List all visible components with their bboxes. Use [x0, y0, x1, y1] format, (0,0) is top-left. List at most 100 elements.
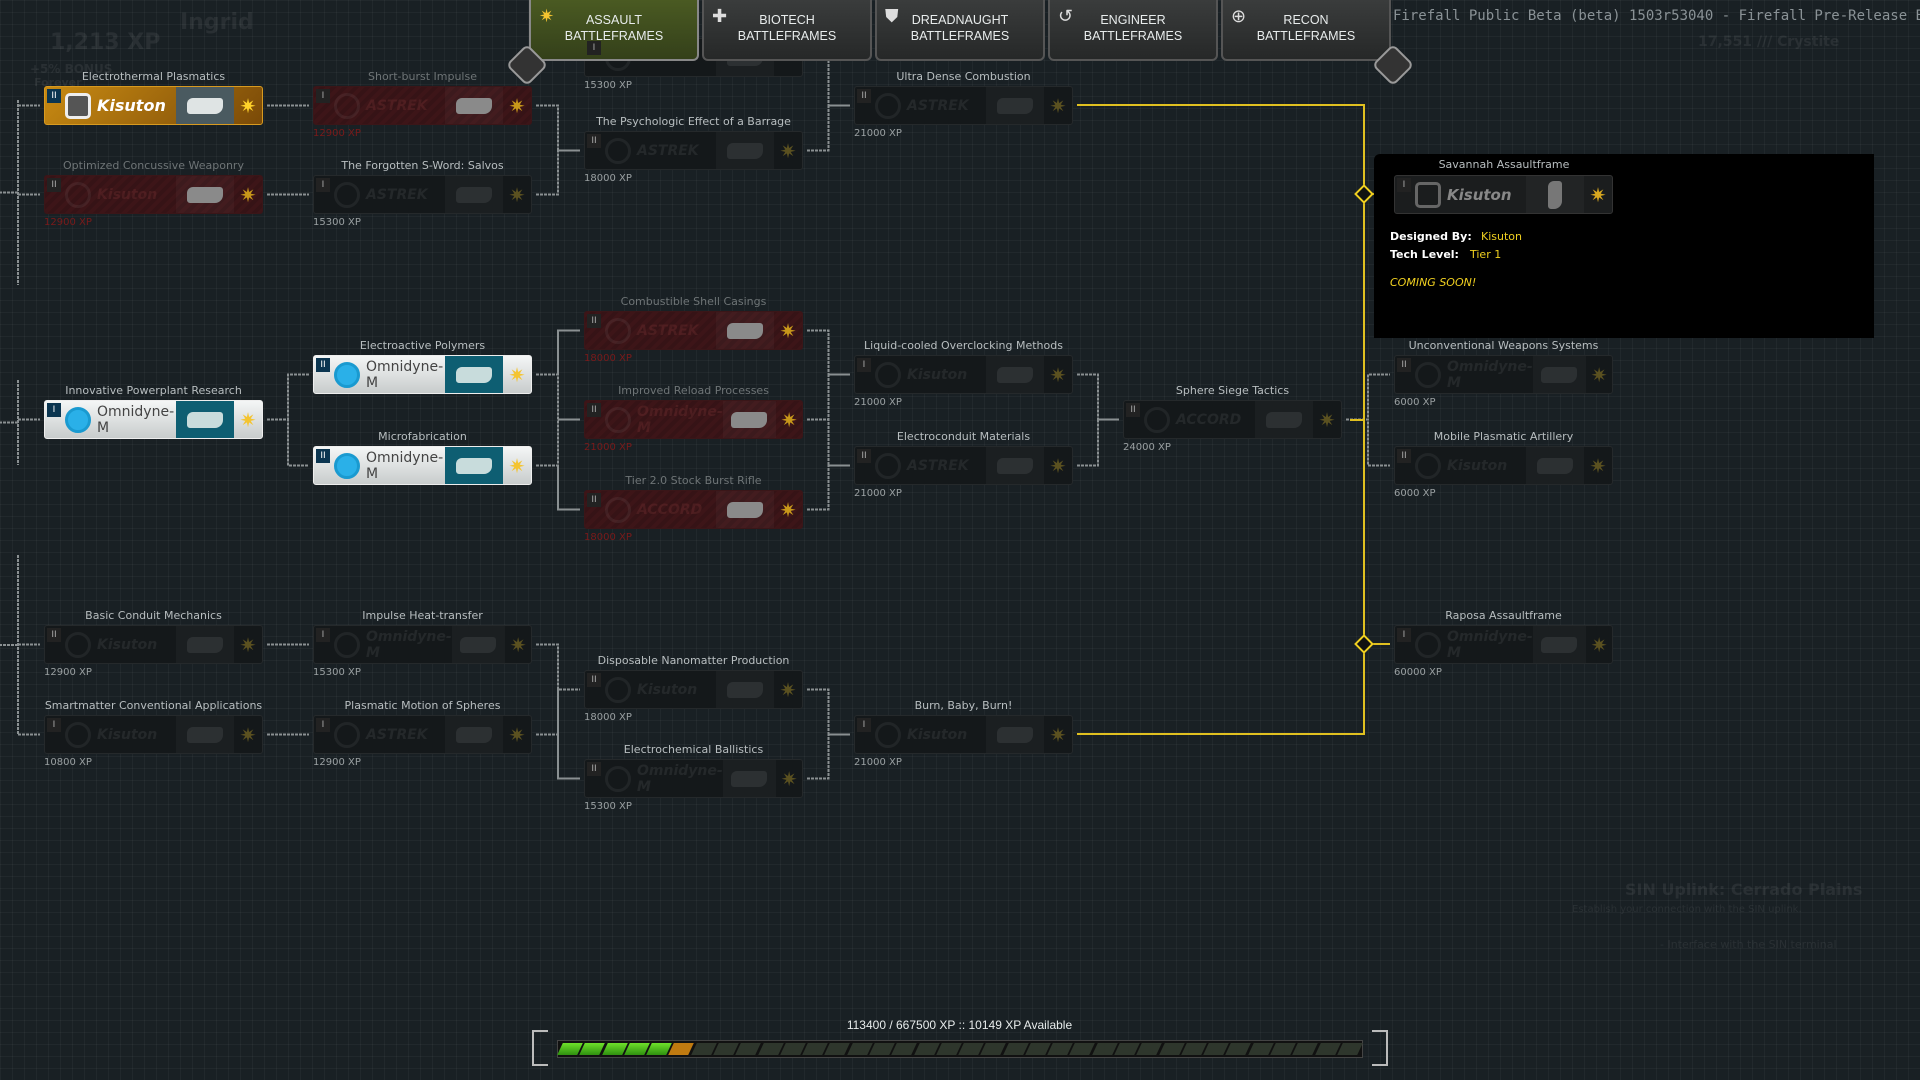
- manufacturer-logo-icon: [605, 137, 631, 164]
- window-title: Firefall Public Beta (beta) 1503r53040 -…: [1393, 8, 1920, 24]
- tier-badge: II: [47, 628, 61, 642]
- progress-segment: [980, 1043, 1007, 1055]
- node-xp-cost: 18000 XP: [584, 353, 632, 364]
- brand-logo: Kisuton: [855, 356, 986, 393]
- brand-name: Kisuton: [907, 366, 968, 383]
- node-title: Short-burst Impulse: [368, 70, 477, 83]
- star-icon: ✷: [508, 722, 526, 747]
- node-title: Microfabrication: [378, 430, 467, 443]
- node-xp-cost: 15300 XP: [584, 80, 632, 91]
- connector-line: [807, 56, 850, 107]
- star-icon: ✷: [780, 766, 798, 791]
- brand-name: ASTREK: [637, 322, 699, 339]
- item-image-icon: [723, 401, 776, 438]
- brand-logo: Kisuton: [45, 176, 176, 213]
- tier-badge: II: [1397, 449, 1411, 463]
- node-title: Electrothermal Plasmatics: [81, 70, 226, 83]
- brand-name: ASTREK: [907, 97, 969, 114]
- node-xp-cost: 15300 XP: [313, 217, 361, 228]
- item-image-icon: [716, 132, 774, 169]
- brand-name: Omnidyne-M: [366, 358, 444, 391]
- brand-name: Omnidyne-M: [366, 628, 452, 661]
- brand-logo: Omnidyne-M: [314, 447, 445, 484]
- tab-label-line2: BATTLEFRAMES: [1256, 29, 1356, 43]
- node-xp-cost: 21000 XP: [854, 128, 902, 139]
- progress-segment: [1136, 1043, 1163, 1055]
- brand-logo: ACCORD: [1124, 401, 1255, 438]
- tab-label-line2: BATTLEFRAMES: [564, 29, 664, 43]
- brand-name: Kisuton: [1447, 185, 1512, 204]
- node-title: Raposa Assaultframe: [1445, 609, 1562, 622]
- progress-left-bracket: [532, 1030, 548, 1066]
- manufacturer-logo-icon: [334, 361, 360, 388]
- brand-logo: ASTREK: [855, 447, 986, 484]
- brand-logo: Kisuton: [1395, 447, 1526, 484]
- designed-by-label: Designed By:: [1390, 230, 1472, 243]
- connector-line: [1077, 418, 1119, 467]
- progress-right-bracket: [1372, 1030, 1388, 1066]
- connector-line: [0, 380, 19, 465]
- progress-segment: [1337, 1043, 1363, 1055]
- brand-name: ACCORD: [1176, 411, 1242, 428]
- star-icon: ✷: [1049, 93, 1067, 118]
- mission-desc: Establish your connection with the SIN u…: [1572, 904, 1802, 915]
- brand-logo: Omnidyne-M: [1395, 356, 1533, 393]
- node-title: Electroconduit Materials: [896, 430, 1031, 443]
- tier-badge: I: [316, 178, 330, 192]
- connector-line: [1346, 418, 1390, 467]
- node-title: Electrochemical Ballistics: [623, 743, 764, 756]
- star-icon: ✷: [1049, 362, 1067, 387]
- manufacturer-logo-icon: [65, 92, 91, 119]
- star-icon: ✷: [780, 407, 798, 432]
- star-icon: ✷: [508, 182, 526, 207]
- manufacturer-logo-icon: [65, 406, 91, 433]
- connector-line: [1346, 373, 1390, 421]
- brand-name: Kisuton: [97, 96, 166, 115]
- tooltip-title: Savannah Assaultframe: [1438, 158, 1570, 171]
- manufacturer-logo-icon: [875, 721, 901, 748]
- brand-logo: Kisuton: [45, 716, 176, 753]
- kisuton-logo-icon: [1415, 181, 1441, 208]
- tier-badge: II: [316, 358, 330, 372]
- node-xp-cost: 21000 XP: [854, 397, 902, 408]
- tab-label-line1: ENGINEER: [1100, 13, 1166, 27]
- manufacturer-logo-icon: [1415, 452, 1441, 479]
- connector-line: [536, 688, 580, 736]
- xp-progress-bar: [557, 1040, 1363, 1058]
- manufacturer-logo-icon: [875, 92, 901, 119]
- brand-logo: Kisuton: [1395, 176, 1526, 213]
- mission-title: SIN Uplink: Cerrado Plains: [1625, 880, 1863, 899]
- tab-label-line1: BIOTECH: [759, 13, 815, 27]
